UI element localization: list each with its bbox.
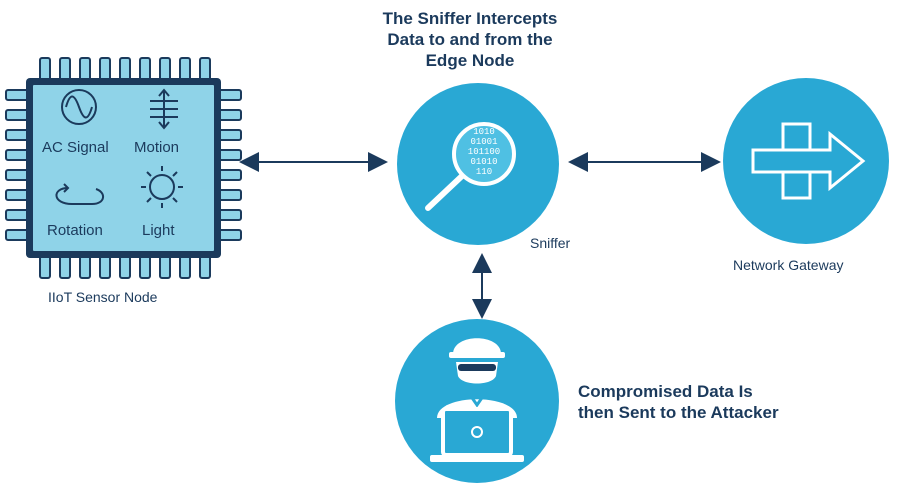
title-line-1: The Sniffer Intercepts <box>382 9 558 28</box>
binary-row: 1010 <box>473 127 495 137</box>
attacker-line-1: Compromised Data Is <box>578 382 753 401</box>
chip-pin <box>119 255 131 279</box>
title-block: The Sniffer Intercepts Data to and from … <box>340 8 600 71</box>
chip-pin <box>199 255 211 279</box>
chip-pin <box>5 189 29 201</box>
chip-pin <box>218 149 242 161</box>
chip-pin <box>119 57 131 81</box>
chip-pin <box>59 255 71 279</box>
chip-pin <box>218 129 242 141</box>
chip-pin <box>159 57 171 81</box>
binary-row: 01010 <box>470 157 497 167</box>
gateway-icon <box>751 122 866 200</box>
chip-pin <box>218 169 242 181</box>
chip-pin <box>218 89 242 101</box>
title-line-3: Edge Node <box>425 51 515 70</box>
chip-pin <box>5 129 29 141</box>
ac-signal-icon <box>61 89 97 125</box>
sensor-node-chip <box>5 57 242 279</box>
motion-icon <box>150 88 178 130</box>
chip-pin <box>99 57 111 81</box>
attacker-caption: Compromised Data Is then Sent to the Att… <box>578 381 779 423</box>
network-gateway-node <box>723 78 889 244</box>
light-label: Light <box>142 222 175 239</box>
chip-pin <box>218 209 242 221</box>
chip-pin <box>139 57 151 81</box>
laptop-icon <box>430 407 524 462</box>
attacker-line-2: then Sent to the Attacker <box>578 403 779 422</box>
chip-pin <box>79 255 91 279</box>
chip-pin <box>99 255 111 279</box>
title-line-2: Data to and from the <box>387 30 553 49</box>
ac-signal-label: AC Signal <box>42 139 109 156</box>
rotation-label: Rotation <box>47 222 103 239</box>
motion-label: Motion <box>134 139 180 156</box>
binary-row: 01001 <box>470 137 497 147</box>
chip-pin <box>159 255 171 279</box>
chip-pin <box>179 255 191 279</box>
chip-pin <box>5 89 29 101</box>
gateway-caption: Network Gateway <box>733 257 844 273</box>
chip-pin <box>59 57 71 81</box>
chip-pin <box>39 57 51 81</box>
chip-pin <box>5 229 29 241</box>
chip-pin <box>139 255 151 279</box>
chip-pin <box>218 109 242 121</box>
chip-pin <box>218 229 242 241</box>
rotation-icon <box>55 183 104 205</box>
chip-pin <box>5 209 29 221</box>
sensor-node-caption: IIoT Sensor Node <box>48 289 158 305</box>
chip-pin <box>39 255 51 279</box>
chip-pin <box>179 57 191 81</box>
chip-pin <box>5 169 29 181</box>
light-icon <box>141 166 183 208</box>
attacker-node <box>395 319 559 483</box>
binary-row: 101100 <box>468 147 500 157</box>
binary-row: 110 <box>476 167 492 177</box>
chip-pin <box>199 57 211 81</box>
chip-pin <box>5 109 29 121</box>
chip-pin <box>79 57 91 81</box>
chip-pin <box>218 189 242 201</box>
chip-pin <box>5 149 29 161</box>
sniffer-caption: Sniffer <box>530 235 571 251</box>
